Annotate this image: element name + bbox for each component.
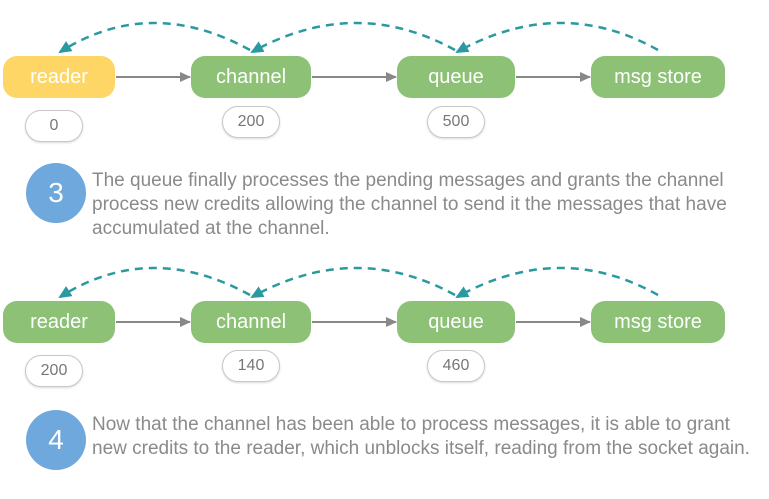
node-queue: queue [397, 56, 515, 98]
node-reader-label: reader [30, 310, 88, 333]
node-reader: reader [3, 301, 115, 343]
credit-arrow-queue-to-channel [250, 266, 456, 299]
node-reader: reader [3, 56, 115, 98]
step-number-3-label: 3 [48, 177, 64, 208]
credit-arrows-1 [58, 21, 659, 54]
node-channel: channel [191, 56, 311, 98]
node-channel-label: channel [215, 65, 287, 88]
node-msg-store-label: msg store [614, 310, 702, 333]
credit-badge-reader: 200 [25, 355, 83, 387]
credit-arrow-msgstore-to-queue [455, 21, 659, 54]
credit-arrow-channel-to-reader [58, 21, 251, 54]
node-queue-label: queue [428, 65, 484, 88]
credit-badge-queue: 460 [427, 350, 485, 382]
node-channel-label: channel [215, 310, 287, 333]
node-msg-store: msg store [591, 301, 725, 343]
credit-badge-channel: 200 [222, 106, 280, 138]
credit-badge-reader: 0 [25, 110, 83, 142]
credit-arrow-msgstore-to-queue [455, 266, 659, 299]
node-queue: queue [397, 301, 515, 343]
node-reader-label: reader [30, 65, 88, 88]
node-channel: channel [191, 301, 311, 343]
step-number-3: 3 [26, 163, 86, 223]
credit-badge-channel: 140 [222, 350, 280, 382]
credit-arrow-queue-to-channel [250, 21, 456, 54]
step-4-description: Now that the channel has been able to pr… [92, 414, 750, 459]
step-number-4-label: 4 [48, 424, 64, 455]
step-3-description: The queue finally processes the pending … [92, 170, 727, 239]
node-queue-label: queue [428, 310, 484, 333]
credit-arrows-2 [58, 266, 659, 299]
node-msg-store: msg store [591, 56, 725, 98]
credit-badge-queue: 500 [427, 106, 485, 138]
credit-arrow-channel-to-reader [58, 266, 251, 299]
step-number-4: 4 [26, 410, 86, 470]
node-msg-store-label: msg store [614, 65, 702, 88]
